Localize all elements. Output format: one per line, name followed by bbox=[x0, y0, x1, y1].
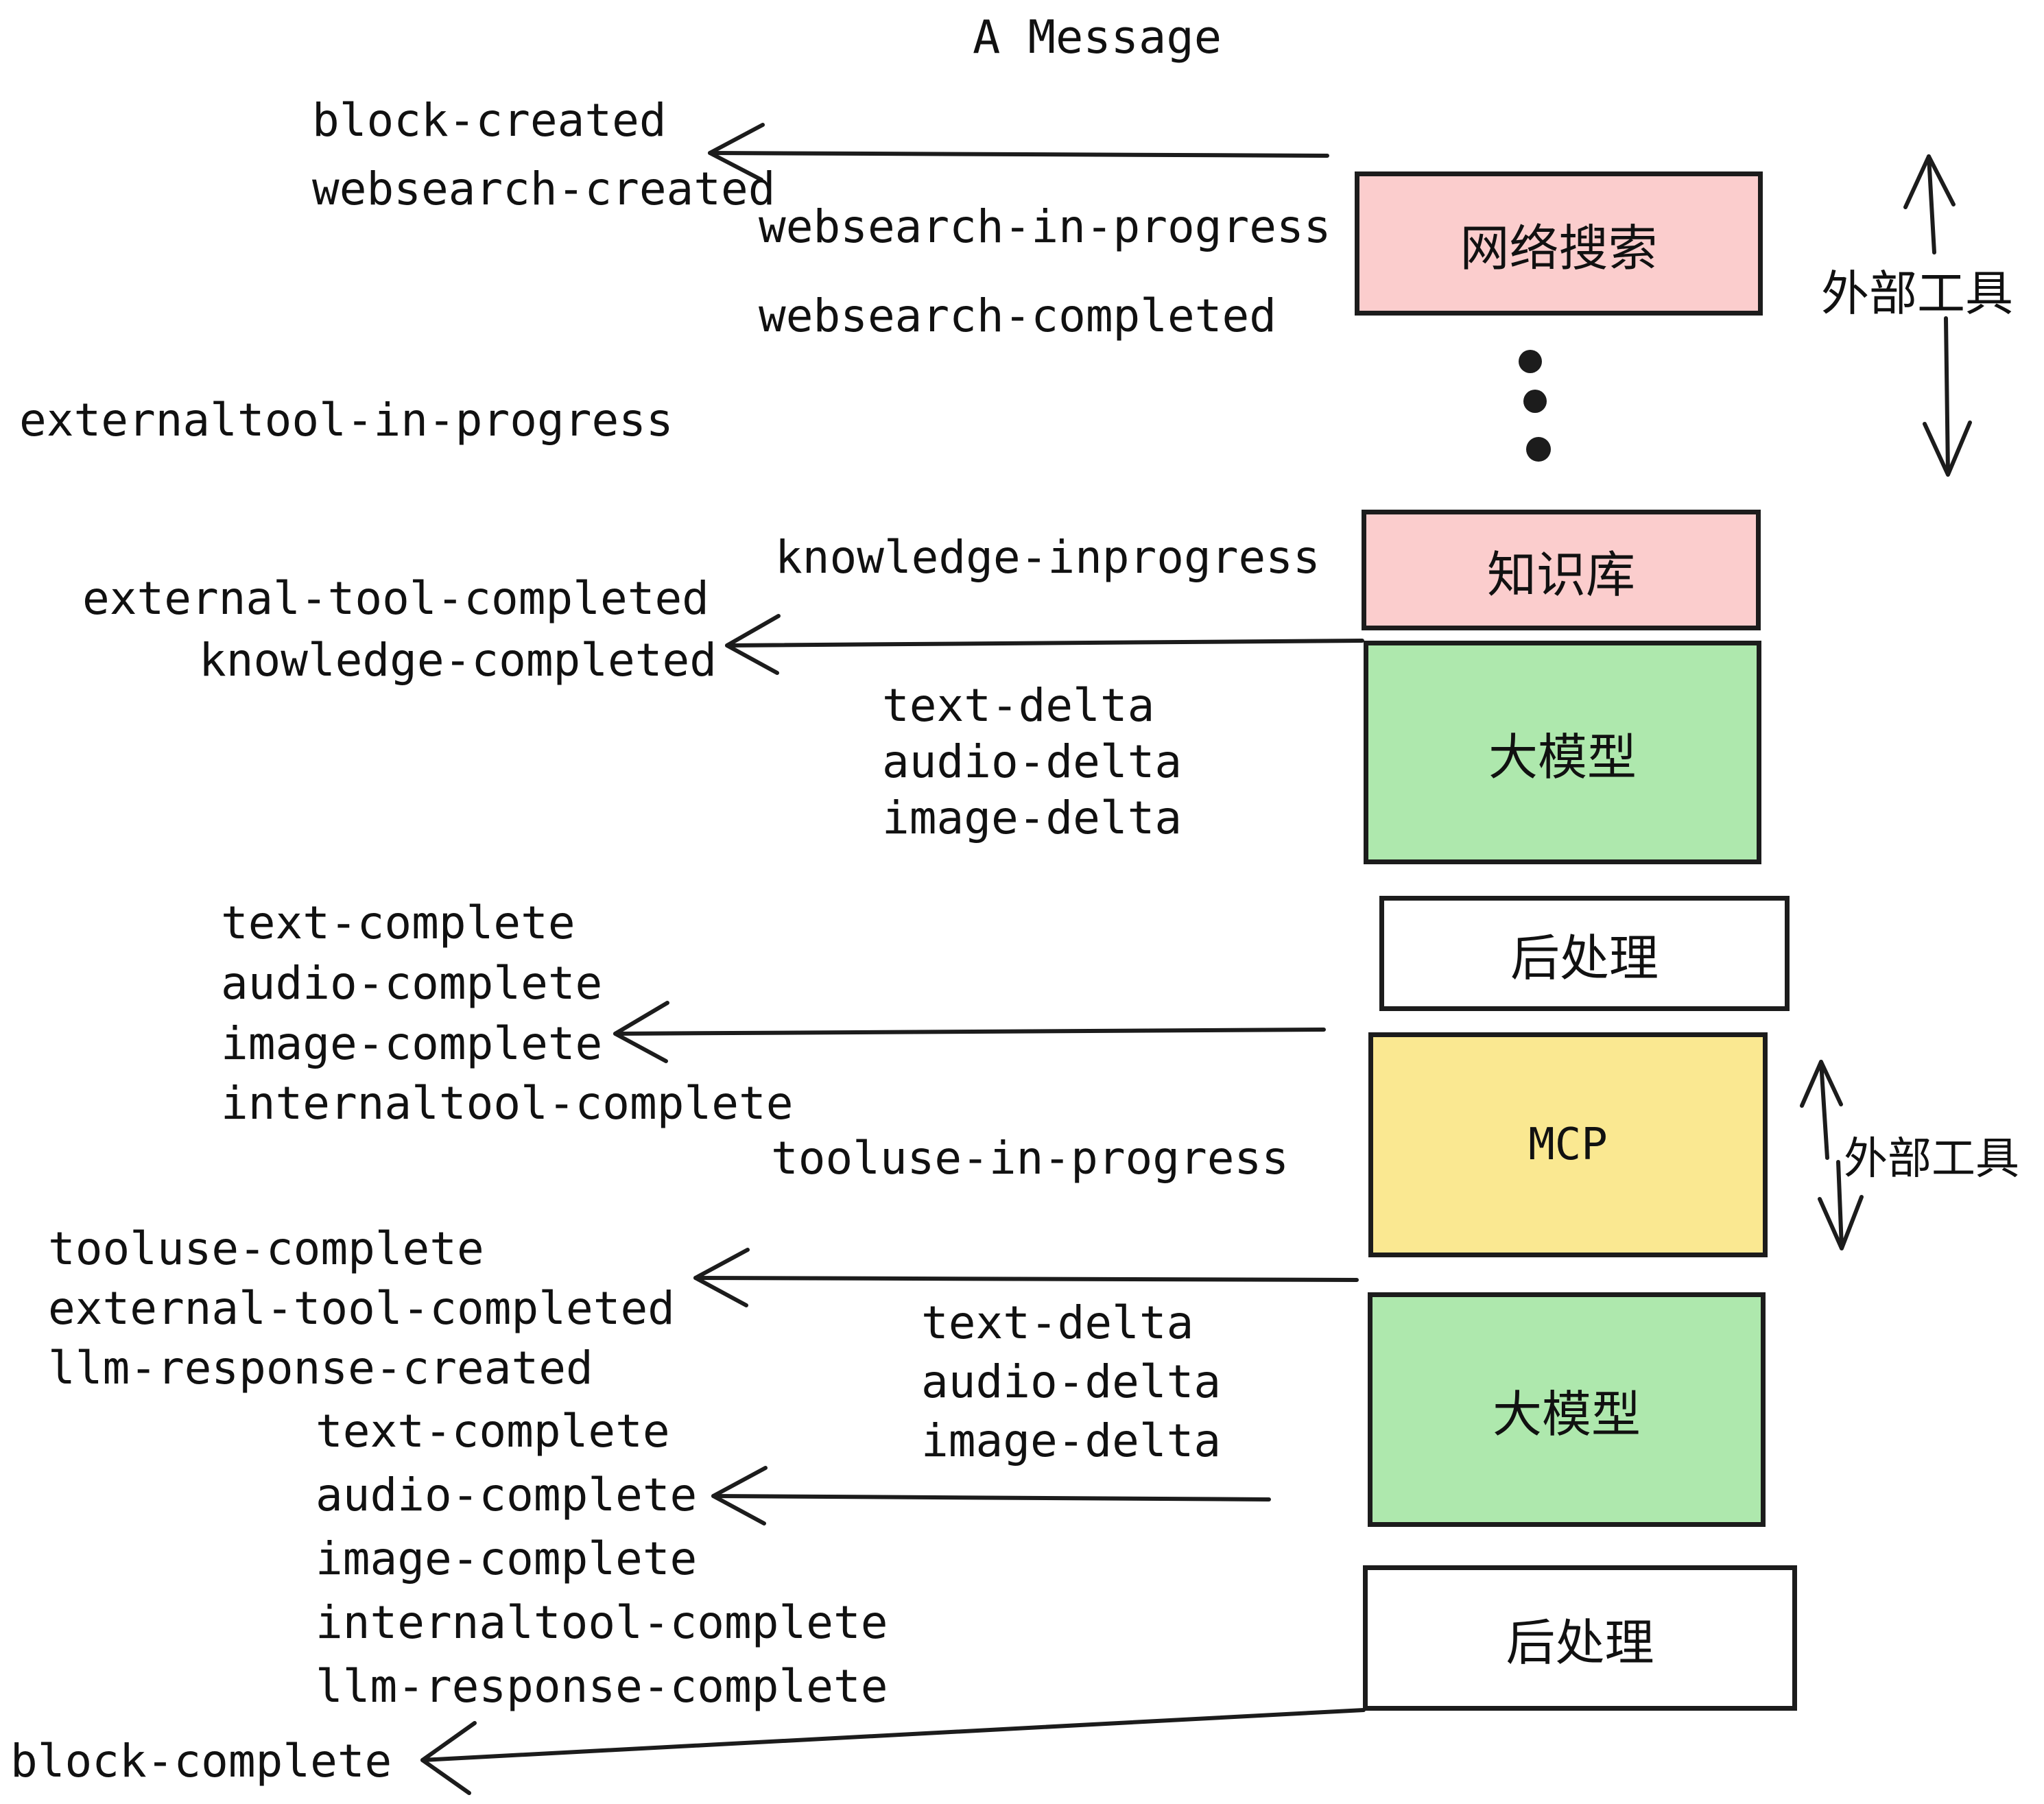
event-tooluse-in-progress: tooluse-in-progress bbox=[771, 1132, 1289, 1185]
box-llm-1: 大模型 bbox=[1364, 641, 1761, 864]
box-postprocess-2: 后处理 bbox=[1363, 1565, 1797, 1711]
event-audio-delta-2: audio-delta bbox=[921, 1355, 1222, 1408]
box-llm-1-label: 大模型 bbox=[1488, 728, 1637, 786]
arrow-to-knowledge-completed bbox=[725, 614, 1364, 675]
event-audio-delta-1: audio-delta bbox=[882, 735, 1183, 788]
event-websearch-created: websearch-created bbox=[312, 163, 776, 215]
event-text-delta-2: text-delta bbox=[921, 1296, 1194, 1349]
arrow-to-block-created bbox=[708, 123, 1329, 182]
box-websearch-label: 网络搜索 bbox=[1460, 219, 1658, 277]
event-tooluse-complete: tooluse-complete bbox=[48, 1222, 484, 1275]
event-audio-complete-2: audio-complete bbox=[316, 1469, 698, 1521]
event-externaltool-in-progress: externaltool-in-progress bbox=[19, 394, 674, 447]
box-mcp: MCP bbox=[1368, 1032, 1768, 1257]
event-external-tool-completed: external-tool-completed bbox=[82, 572, 709, 625]
event-internaltool-complete-2: internaltool-complete bbox=[316, 1596, 888, 1649]
box-websearch: 网络搜索 bbox=[1355, 171, 1763, 316]
external-tools-label-mid: 外部工具 bbox=[1844, 1134, 2019, 1185]
box-mcp-label: MCP bbox=[1528, 1119, 1608, 1170]
box-llm-2-label: 大模型 bbox=[1492, 1385, 1641, 1443]
event-external-tool-completed-2: external-tool-completed bbox=[48, 1282, 675, 1335]
arrow-to-audio-complete bbox=[711, 1466, 1271, 1526]
box-postprocess-1-label: 后处理 bbox=[1510, 929, 1659, 987]
event-llm-response-complete: llm-response-complete bbox=[316, 1660, 888, 1713]
diagram-title: A Message bbox=[973, 10, 1222, 64]
event-image-delta-2: image-delta bbox=[921, 1414, 1222, 1467]
event-text-complete-1: text-complete bbox=[221, 897, 575, 949]
event-websearch-completed: websearch-completed bbox=[759, 289, 1276, 342]
arrow-to-image-complete bbox=[613, 1001, 1326, 1063]
event-audio-complete-1: audio-complete bbox=[221, 957, 603, 1010]
event-internaltool-complete-1: internaltool-complete bbox=[221, 1077, 794, 1130]
event-image-complete-2: image-complete bbox=[316, 1532, 698, 1585]
external-tools-down-arrow bbox=[1923, 316, 1972, 477]
event-knowledge-inprogress: knowledge-inprogress bbox=[775, 531, 1320, 584]
box-knowledge-label: 知识库 bbox=[1486, 545, 1635, 604]
event-block-created: block-created bbox=[312, 94, 667, 147]
event-knowledge-completed: knowledge-completed bbox=[199, 634, 717, 687]
event-text-complete-2: text-complete bbox=[316, 1405, 670, 1458]
external-tools-label-top: 外部工具 bbox=[1821, 265, 2013, 322]
mcp-external-tools-down-arrow bbox=[1818, 1160, 1864, 1250]
box-postprocess-2-label: 后处理 bbox=[1506, 1613, 1654, 1672]
event-block-complete: block-complete bbox=[10, 1735, 392, 1788]
box-llm-2: 大模型 bbox=[1368, 1292, 1766, 1527]
event-image-delta-1: image-delta bbox=[882, 792, 1183, 844]
mcp-external-tools-up-arrow bbox=[1800, 1060, 1843, 1160]
arrow-to-tooluse-complete bbox=[693, 1248, 1359, 1307]
box-knowledge: 知识库 bbox=[1362, 510, 1761, 630]
event-text-delta-1: text-delta bbox=[882, 679, 1155, 732]
box-postprocess-1: 后处理 bbox=[1379, 896, 1790, 1011]
event-image-complete-1: image-complete bbox=[221, 1017, 603, 1070]
arrow-to-block-complete bbox=[420, 1708, 1366, 1795]
external-tools-up-arrow bbox=[1903, 154, 1956, 254]
event-websearch-in-progress: websearch-in-progress bbox=[759, 200, 1331, 253]
event-llm-response-created: llm-response-created bbox=[48, 1342, 593, 1394]
ellipsis-dots bbox=[1519, 350, 1551, 462]
